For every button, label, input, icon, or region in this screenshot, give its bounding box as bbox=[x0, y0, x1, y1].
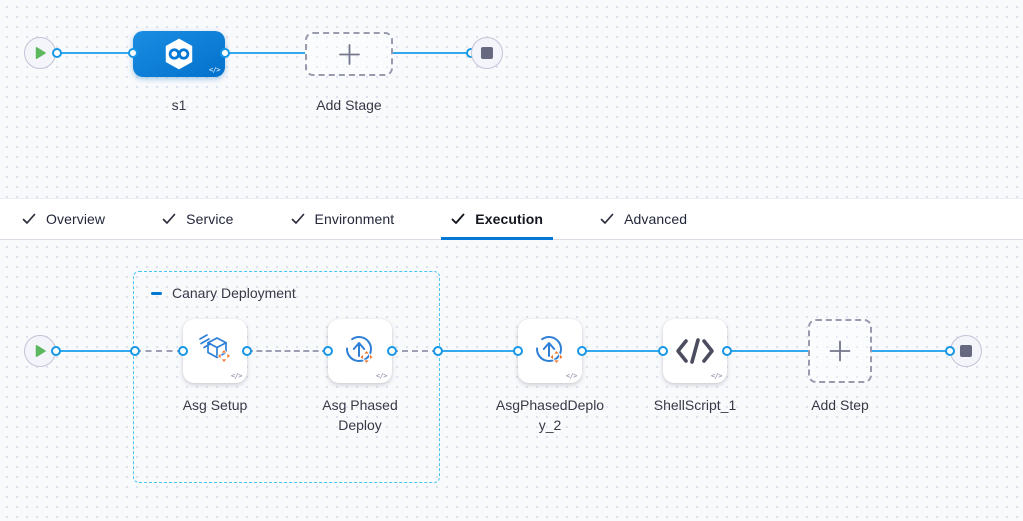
connector-dot bbox=[577, 346, 587, 356]
connector-dot bbox=[52, 48, 62, 58]
pipeline-start-node bbox=[24, 37, 56, 69]
step-label: Asg Setup bbox=[182, 397, 248, 413]
step-label: Asg Phased Deploy bbox=[322, 397, 398, 433]
execution-end-node bbox=[950, 335, 982, 367]
connector-dot bbox=[433, 346, 443, 356]
check-icon bbox=[162, 213, 176, 224]
tab-overview[interactable]: Overview bbox=[22, 199, 105, 239]
check-icon bbox=[291, 213, 304, 224]
step-asg-phased-deploy[interactable]: </> bbox=[328, 319, 392, 383]
stop-icon bbox=[481, 47, 493, 59]
yaml-badge: </> bbox=[208, 66, 221, 74]
connector-dot bbox=[51, 346, 61, 356]
plus-icon bbox=[338, 43, 360, 65]
tab-label: Service bbox=[186, 211, 234, 227]
pipeline-end-node bbox=[471, 37, 503, 69]
connector-dot bbox=[513, 346, 523, 356]
add-stage-button[interactable] bbox=[305, 32, 393, 76]
check-icon bbox=[451, 213, 465, 224]
connector bbox=[872, 350, 950, 352]
tab-service[interactable]: Service bbox=[162, 199, 233, 239]
shell-script-icon bbox=[676, 338, 714, 364]
plus-icon bbox=[829, 340, 851, 362]
stage-graph-canvas: </> s1 Add Stage bbox=[0, 0, 1023, 198]
connector-dashed bbox=[135, 350, 183, 352]
add-stage-label: Add Stage bbox=[316, 97, 382, 113]
connector bbox=[727, 350, 808, 352]
connector bbox=[438, 350, 518, 352]
connector-dot bbox=[242, 346, 252, 356]
connector-dot bbox=[323, 346, 333, 356]
connector bbox=[225, 52, 305, 54]
connector bbox=[56, 52, 133, 54]
deploy-stage-icon bbox=[165, 38, 193, 70]
group-title: Canary Deployment bbox=[172, 285, 296, 301]
connector-dot bbox=[658, 346, 668, 356]
step-asg-setup[interactable]: </> bbox=[183, 319, 247, 383]
connector-dashed bbox=[247, 350, 328, 352]
check-icon bbox=[600, 213, 614, 224]
yaml-badge: </> bbox=[565, 372, 578, 380]
add-step-button[interactable] bbox=[808, 319, 872, 383]
tab-advanced[interactable]: Advanced bbox=[600, 199, 687, 239]
connector bbox=[56, 350, 135, 352]
stage-name-label: s1 bbox=[171, 97, 187, 113]
collapse-group-icon[interactable] bbox=[151, 291, 162, 295]
group-header: Canary Deployment bbox=[151, 285, 296, 301]
yaml-badge: </> bbox=[710, 372, 723, 380]
tab-execution[interactable]: Execution bbox=[441, 199, 553, 240]
tab-label: Execution bbox=[475, 211, 544, 227]
connector-dot bbox=[178, 346, 188, 356]
asg-phased-deploy-icon bbox=[346, 336, 374, 365]
connector bbox=[393, 52, 471, 54]
step-group-canary-deployment: Canary Deployment bbox=[133, 271, 440, 483]
stage-config-tabs: Overview Service Environment Execution A… bbox=[0, 198, 1023, 240]
play-icon bbox=[35, 47, 46, 59]
step-asg-phased-deploy-2[interactable]: </> bbox=[518, 319, 582, 383]
check-icon bbox=[22, 213, 36, 224]
asg-phased-deploy-icon bbox=[536, 336, 564, 365]
tab-label: Environment bbox=[314, 211, 395, 227]
execution-graph-canvas: Canary Deployment bbox=[0, 240, 1023, 521]
tab-label: Overview bbox=[46, 211, 106, 227]
asg-setup-icon bbox=[199, 334, 232, 364]
connector-dot bbox=[220, 48, 230, 58]
execution-start-node bbox=[24, 335, 56, 367]
play-icon bbox=[35, 345, 46, 357]
connector-dot bbox=[128, 48, 138, 58]
tab-label: Advanced bbox=[624, 211, 688, 227]
step-label: ShellScript_1 bbox=[653, 397, 737, 413]
connector-dot bbox=[130, 346, 140, 356]
tab-environment[interactable]: Environment bbox=[291, 199, 395, 239]
step-shellscript-1[interactable]: </> bbox=[663, 319, 727, 383]
connector-dot bbox=[387, 346, 397, 356]
add-step-label: Add Step bbox=[811, 397, 869, 413]
connector bbox=[582, 350, 663, 352]
stop-icon bbox=[960, 345, 972, 357]
yaml-badge: </> bbox=[230, 372, 243, 380]
stage-node-s1[interactable]: </> bbox=[133, 31, 225, 77]
step-label: AsgPhasedDeploy_2 bbox=[495, 397, 605, 433]
connector-dashed bbox=[392, 350, 438, 352]
yaml-badge: </> bbox=[375, 372, 388, 380]
connector-dot bbox=[945, 346, 955, 356]
connector-dot bbox=[722, 346, 732, 356]
